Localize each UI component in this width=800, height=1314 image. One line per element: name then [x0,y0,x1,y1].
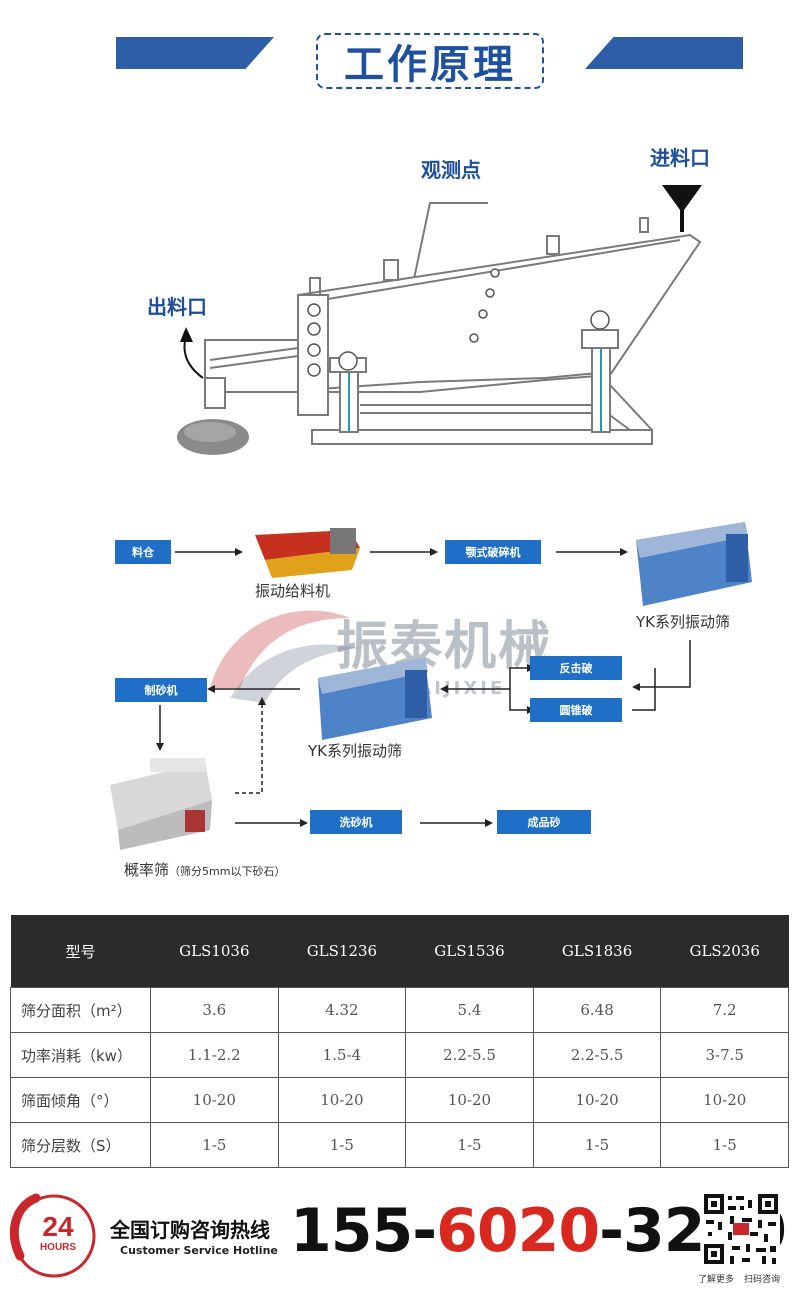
caption-feeder: 振动给料机 [255,582,331,600]
header-bar-left [116,37,274,69]
header-bar-right [585,37,743,69]
inlet-label: 进料口 [650,146,710,170]
outlet-arrow [180,327,193,342]
flow-box-washer: 洗砂机 [310,810,402,834]
flow-box-sand-maker: 制砂机 [115,678,207,702]
observation-post [383,259,399,281]
table-cell: 1-5 [405,1122,534,1168]
table-row: 筛面倾角（°） 10-20 10-20 10-20 10-20 10-20 [10,1077,789,1123]
table-cell: 1-5 [660,1122,789,1168]
outlet-label: 出料口 [147,295,207,319]
flow-box-impact-crusher: 反击破 [530,656,622,680]
hotline-title: 全国订购咨询热线 [110,1218,270,1242]
table-cell: 1-5 [277,1122,407,1168]
probability-screen-note: （筛分5mm以下砂石） [169,865,286,878]
yk-screen-machine-1 [636,522,752,606]
table-header-cell: 型号 [10,915,151,988]
table-cell: 7.2 [660,987,789,1033]
table-header-cell: GLS1536 [405,915,534,988]
watermark-name: 振泰机械 [336,617,553,677]
flow-box-cone-crusher: 圆锥破 [530,698,622,722]
table-cell: 3-7.5 [660,1032,789,1078]
table-header-row: 型号 GLS1036 GLS1236 GLS1536 GLS1836 GLS20… [10,915,789,988]
table-cell: 4.32 [277,987,407,1033]
probability-screen-machine [110,758,212,850]
hotline-phone[interactable]: 155-6020-3220 [290,1196,787,1266]
24-hours-badge: 24 HOURS [9,1193,96,1278]
table-row-header: 筛分层数（S） [10,1122,151,1168]
caption-probability-screen: 概率筛（筛分5mm以下砂石） [124,859,285,880]
phone-part-1: 155- [290,1196,437,1266]
qr-code[interactable] [702,1192,780,1266]
table-cell: 1-5 [532,1122,662,1168]
caption-yk-screen-2: YK系列振动筛 [308,742,402,760]
table-cell: 6.48 [532,987,662,1033]
table-row-header: 功率消耗（kw） [10,1032,151,1078]
table-cell: 10-20 [277,1077,407,1123]
table-cell: 2.2-5.5 [405,1032,534,1078]
table-cell: 10-20 [150,1077,279,1123]
table-cell: 5.4 [405,987,534,1033]
inlet-funnel [662,185,702,232]
table-cell: 10-20 [405,1077,534,1123]
phone-part-2: 6020 [436,1196,600,1266]
table-header-cell: GLS2036 [660,915,789,988]
badge-number: 24 [42,1211,74,1242]
flow-box-finished-sand: 成品砂 [497,810,591,834]
vibrating-screen-diagram [177,185,702,455]
outlet-chute [204,339,299,393]
table-header-cell: GLS1836 [533,915,661,988]
probability-screen-label: 概率筛 [124,861,170,879]
base-frame [311,429,653,445]
table-cell: 3.6 [150,987,279,1033]
table-row-header: 筛面倾角（°） [10,1077,151,1123]
yk-screen-machine-2 [318,658,432,740]
table-cell: 10-20 [532,1077,662,1123]
spec-table: 型号 GLS1036 GLS1236 GLS1536 GLS1836 GLS20… [10,915,789,1168]
flow-box-jaw-crusher: 颚式破碎机 [445,540,541,564]
flow-box-silo: 料仓 [115,540,171,564]
table-row: 筛分面积（m²） 3.6 4.32 5.4 6.48 7.2 [10,987,789,1033]
section-title-box: 工作原理 [316,33,544,89]
caption-yk-screen-1: YK系列振动筛 [636,613,730,631]
table-cell: 10-20 [660,1077,789,1123]
table-header-cell: GLS1036 [150,915,279,988]
hotline-subtitle: Customer Service Hotline [120,1244,278,1257]
qr-caption-scan: 扫码咨询 [744,1275,781,1285]
observation-point-label: 观测点 [421,158,481,182]
section-title: 工作原理 [344,42,516,88]
table-cell: 1.5-4 [277,1032,407,1078]
badge-text: HOURS [40,1242,76,1253]
feeder-machine [255,528,360,578]
table-cell: 2.2-5.5 [532,1032,662,1078]
qr-caption-more: 了解更多 [698,1275,735,1285]
table-cell: 1-5 [150,1122,279,1168]
table-row: 筛分层数（S） 1-5 1-5 1-5 1-5 1-5 [10,1122,789,1168]
table-header-cell: GLS1236 [278,915,406,988]
table-cell: 1.1-2.2 [150,1032,279,1078]
flow-connectors [110,522,752,850]
table-row: 功率消耗（kw） 1.1-2.2 1.5-4 2.2-5.5 2.2-5.5 3… [10,1032,789,1078]
table-row-header: 筛分面积（m²） [10,987,151,1033]
